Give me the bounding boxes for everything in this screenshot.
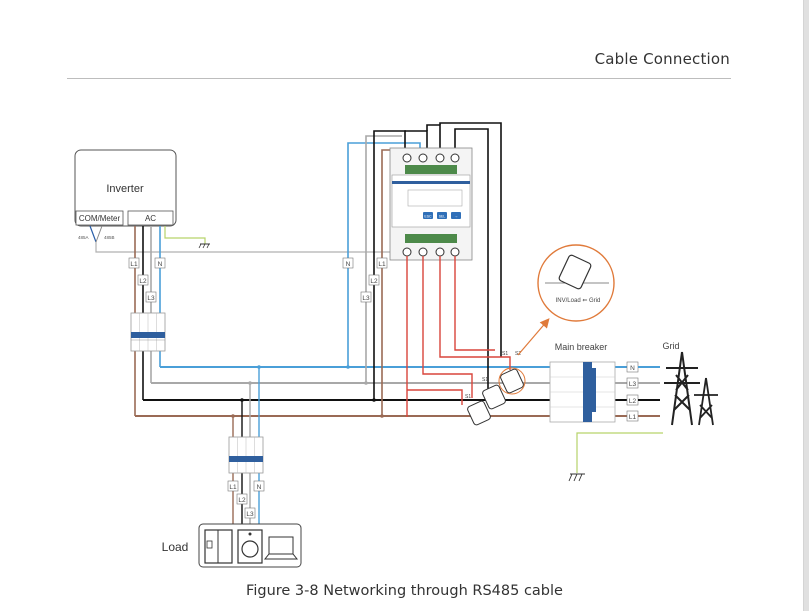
grid-label-l3: L3	[629, 381, 637, 388]
inverter: Inverter COM/Meter AC 485A 485B	[74, 149, 177, 240]
inverter-title: Inverter	[106, 183, 144, 195]
load-wire-labels: L1 N L2 L3	[227, 480, 265, 519]
ct-label-s1: S1	[502, 351, 508, 357]
section-title: Cable Connection	[594, 50, 730, 68]
washing-machine-icon	[237, 529, 263, 564]
com-meter-port: COM/Meter	[79, 214, 121, 223]
grid-label-n: N	[630, 365, 635, 372]
vertical-scrollbar[interactable]	[803, 0, 809, 611]
main-breaker-label: Main breaker	[555, 342, 608, 352]
meter-label-l1: L1	[378, 261, 386, 268]
figure-caption: Figure 3-8 Networking through RS485 cabl…	[246, 583, 563, 599]
load-label-l3: L3	[246, 511, 254, 518]
ct-clamps: S1 S1 S1 S2	[465, 351, 526, 426]
inverter-pe	[164, 226, 210, 249]
refrigerator-icon	[204, 529, 233, 564]
grid-label-l1: L1	[629, 414, 637, 421]
pin-485b: 485B	[104, 235, 115, 240]
meter-label-l2: L2	[370, 278, 378, 285]
ground-pe	[568, 432, 663, 482]
grid-wire-labels: N L3 L2 L1	[626, 361, 660, 422]
meter-button-next: →	[454, 214, 458, 219]
meter-wire-labels: N L1 L2 L3	[342, 257, 388, 303]
ct-label-s1: S1	[482, 377, 488, 383]
ac-port: AC	[145, 214, 156, 223]
load-label-l1: L1	[229, 484, 237, 491]
grid-label: Grid	[662, 341, 679, 351]
ct-label-s1: S1	[465, 394, 471, 400]
meter-button-sel: SEL	[439, 215, 446, 219]
inverter-wire-labels: L1 N L2 L3	[128, 257, 166, 303]
load-appliances: Load	[162, 523, 302, 568]
grid-label-l2: L2	[629, 398, 637, 405]
grid-tower-icon: Grid	[662, 341, 718, 426]
load-label-n: N	[257, 484, 262, 491]
inverter-breaker	[130, 312, 166, 352]
meter-label-n: N	[346, 261, 351, 268]
rs485-cable	[89, 225, 393, 253]
ct-direction-label: INV/Load ⇐ Grid	[556, 298, 601, 304]
laptop-icon	[263, 536, 299, 560]
ct-signal-wires	[406, 256, 511, 417]
load-label: Load	[162, 540, 189, 554]
pin-485a: 485A	[78, 235, 89, 240]
load-breaker	[228, 436, 264, 474]
load-label-l2: L2	[238, 497, 246, 504]
main-breaker: Main breaker	[549, 342, 616, 423]
meter-button-esc: ESC	[424, 215, 432, 219]
label-l3: L3	[147, 295, 155, 302]
header-divider	[67, 78, 731, 79]
label-n: N	[158, 261, 163, 268]
label-l2: L2	[139, 278, 147, 285]
meter-label-l3: L3	[362, 295, 370, 302]
energy-meter: ESC SEL →	[389, 147, 473, 261]
ct-callout: INV/Load ⇐ Grid	[517, 244, 615, 356]
label-l1: L1	[130, 261, 138, 268]
junction-dots	[231, 365, 384, 418]
